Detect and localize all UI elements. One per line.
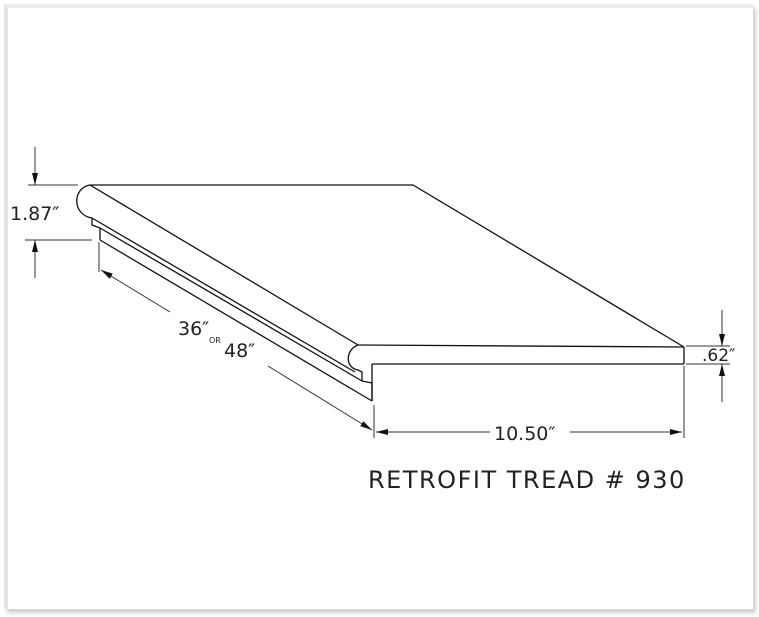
dimension-depth: 10.50″	[376, 366, 685, 445]
dimension-length: 36″ OR 48″	[98, 242, 375, 438]
depth-label: 10.50″	[494, 423, 556, 445]
tread-outline	[76, 184, 685, 402]
length-b-label: 48″	[224, 340, 255, 362]
dimension-height: 1.87″	[10, 147, 92, 278]
length-or-label: OR	[209, 336, 221, 345]
length-a-label: 36″	[178, 318, 209, 340]
dimension-nosing: .62″	[686, 310, 735, 402]
height-label: 1.87″	[10, 203, 59, 225]
drawing-title: RETROFIT TREAD # 930	[368, 466, 686, 494]
drawing-frame	[4, 4, 753, 609]
nosing-label: .62″	[702, 346, 735, 366]
